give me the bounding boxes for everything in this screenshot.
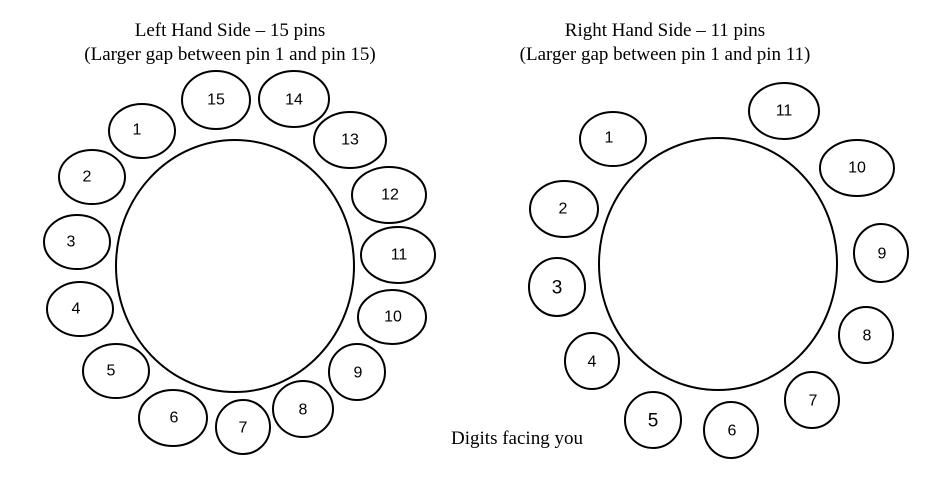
left-pin-14: 14 <box>258 70 330 128</box>
left-pin-4: 4 <box>46 281 114 337</box>
right-pin-label: 7 <box>809 393 818 410</box>
right-pin-6: 6 <box>703 401 759 459</box>
right-pin-7: 7 <box>784 371 840 429</box>
left-pin-15: 15 <box>181 70 251 130</box>
right-pin-label: 4 <box>588 354 597 371</box>
left-pin-label: 5 <box>107 363 116 380</box>
left-pin-label: 2 <box>83 169 92 186</box>
left-subtitle: (Larger gap between pin 1 and pin 15) <box>84 44 375 65</box>
left-pin-label: 12 <box>381 187 399 204</box>
right-pin-11: 11 <box>748 82 820 140</box>
right-subtitle: (Larger gap between pin 1 and pin 11) <box>520 44 811 65</box>
left-pin-7: 7 <box>215 399 271 455</box>
left-title: Left Hand Side – 15 pins <box>135 20 326 41</box>
left-pin-13: 13 <box>313 111 387 169</box>
left-pin-label: 13 <box>341 132 359 149</box>
left-pin-10: 10 <box>357 289 427 345</box>
left-pin-label: 11 <box>391 247 408 264</box>
left-pin-label: 3 <box>67 234 76 251</box>
right-pin-1: 1 <box>579 111 647 167</box>
right-pin-2: 2 <box>529 180 599 238</box>
left-pin-3: 3 <box>43 214 111 270</box>
left-pin-6: 6 <box>138 389 208 447</box>
left-pin-5: 5 <box>82 343 150 399</box>
left-pin-8: 8 <box>272 380 334 438</box>
right-pin-5: 5 <box>624 391 682 449</box>
left-pin-12: 12 <box>351 166 427 224</box>
right-pin-9: 9 <box>853 223 909 283</box>
right-pin-label: 8 <box>863 328 872 345</box>
left-pin-label: 6 <box>170 410 179 427</box>
left-pin-label: 14 <box>285 92 303 109</box>
left-pin-label: 9 <box>354 365 363 382</box>
right-pin-label: 11 <box>776 103 793 120</box>
right-title: Right Hand Side – 11 pins <box>565 20 765 41</box>
right-pin-10: 10 <box>819 139 895 197</box>
left-pin-label: 8 <box>299 402 308 419</box>
right-pin-label: 3 <box>552 278 563 299</box>
right-pin-label: 6 <box>728 423 737 440</box>
right-pin-4: 4 <box>564 332 620 390</box>
orientation-caption: Digits facing you <box>451 428 583 449</box>
left-pin-2: 2 <box>58 149 126 205</box>
left-connector-body <box>115 139 355 393</box>
right-pin-label: 5 <box>648 411 659 432</box>
right-pin-8: 8 <box>838 306 894 364</box>
left-pin-label: 1 <box>133 122 142 139</box>
left-pin-9: 9 <box>328 343 386 401</box>
left-pin-11: 11 <box>360 226 436 284</box>
right-connector-body <box>598 137 838 391</box>
left-pin-label: 7 <box>239 420 248 437</box>
right-pin-label: 9 <box>878 246 887 263</box>
right-pin-label: 2 <box>559 201 568 218</box>
left-pin-label: 4 <box>72 301 81 318</box>
right-pin-label: 1 <box>605 130 614 147</box>
right-pin-3: 3 <box>528 257 586 317</box>
left-pin-1: 1 <box>108 103 176 159</box>
left-pin-label: 10 <box>384 309 402 326</box>
right-pin-label: 10 <box>848 160 866 177</box>
left-pin-label: 15 <box>207 92 225 109</box>
